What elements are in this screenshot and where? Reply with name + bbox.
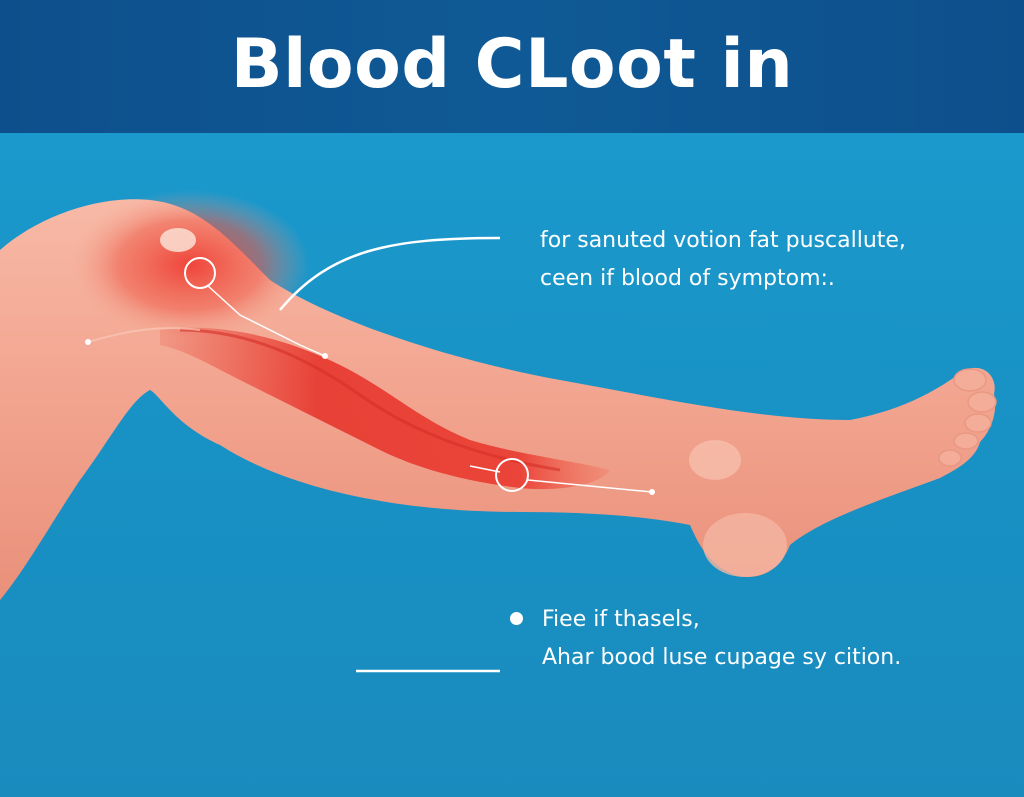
annotation-top: for sanuted votion fat puscallute, ceen … bbox=[540, 222, 906, 298]
knee-inflammation bbox=[70, 190, 310, 340]
bullet-dot bbox=[510, 612, 523, 625]
clot-vein bbox=[160, 327, 610, 490]
knee-highlight bbox=[160, 228, 196, 252]
callout-knee bbox=[184, 236, 501, 359]
header-banner bbox=[0, 0, 1024, 133]
page-title: Blood CLoot in bbox=[230, 24, 794, 104]
annotation-bottom-line1: Fiee if thasels, bbox=[542, 607, 700, 632]
annotation-bottom: Fiee if thasels, Ahar bood luse cupage s… bbox=[542, 601, 901, 677]
annotation-bottom-line2: Ahar bood luse cupage sy cition. bbox=[542, 645, 902, 670]
annotation-top-line2: ceen if blood of symptom:. bbox=[540, 266, 835, 291]
annotation-top-line1: for sanuted votion fat puscallute, bbox=[540, 228, 906, 253]
ankle-bone bbox=[689, 440, 741, 480]
vein-line bbox=[179, 328, 561, 472]
heel bbox=[703, 513, 787, 577]
callout-calf bbox=[85, 339, 655, 495]
toes bbox=[938, 368, 997, 467]
thigh-contour bbox=[87, 327, 201, 343]
